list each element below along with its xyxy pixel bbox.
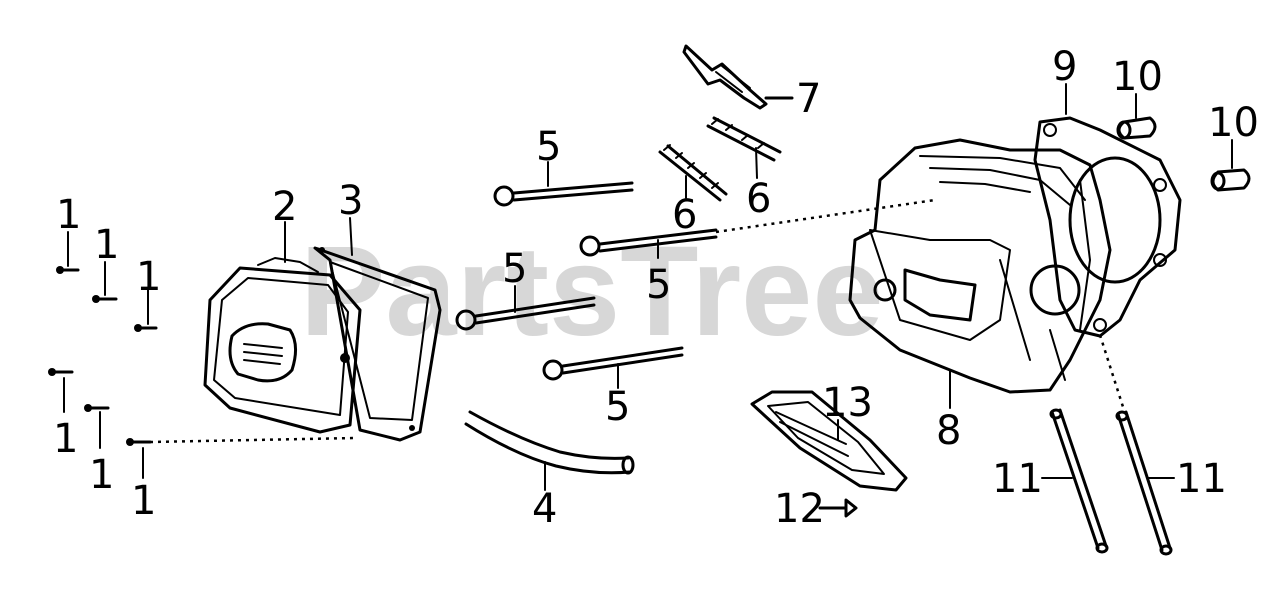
callout-4: 4 [532, 486, 557, 532]
callout-1: 1 [131, 478, 156, 524]
head-gasket-icon[interactable] [1033, 116, 1182, 338]
callout-1: 1 [53, 416, 78, 462]
bolt-icon[interactable] [48, 368, 74, 376]
guide-plate-icon[interactable] [750, 390, 908, 492]
callout-11: 11 [992, 456, 1043, 502]
callout-6: 6 [746, 176, 771, 222]
callout-13: 13 [822, 380, 873, 426]
bolt-icon[interactable] [56, 266, 80, 274]
cylinder-head-icon[interactable] [848, 138, 1112, 394]
callout-5: 5 [646, 262, 671, 308]
dowel-pin-icon[interactable] [1210, 168, 1251, 192]
callout-1: 1 [56, 192, 81, 238]
push-rod-icon[interactable] [1049, 408, 1109, 554]
callout-12: 12 [774, 486, 825, 532]
callout-10: 10 [1112, 54, 1163, 100]
clip-icon[interactable] [818, 498, 858, 518]
stud-icon[interactable] [706, 116, 782, 162]
watermark-text: PartsTree [300, 220, 884, 363]
gasket-icon[interactable] [313, 246, 442, 442]
stud-icon[interactable] [658, 144, 728, 202]
dowel-pin-icon[interactable] [1116, 116, 1157, 140]
callout-3: 3 [338, 178, 363, 224]
head-bolt-icon[interactable] [455, 296, 596, 331]
valve-cover-icon[interactable] [203, 257, 362, 434]
bolt-icon[interactable] [134, 324, 158, 332]
bolt-icon[interactable] [92, 295, 118, 303]
head-bolt-icon[interactable] [493, 181, 634, 207]
callout-9: 9 [1052, 44, 1077, 90]
callout-1: 1 [94, 222, 119, 268]
callout-5: 5 [605, 384, 630, 430]
bolt-icon[interactable] [84, 404, 110, 412]
callout-2: 2 [272, 184, 297, 230]
callout-11: 11 [1176, 456, 1227, 502]
callout-8: 8 [936, 408, 961, 454]
callout-1: 1 [136, 254, 161, 300]
spark-plug-icon[interactable] [682, 44, 794, 110]
breather-tube-icon[interactable] [464, 410, 635, 475]
callout-10: 10 [1208, 100, 1259, 146]
callout-5: 5 [502, 246, 527, 292]
bolt-icon[interactable] [126, 438, 152, 446]
head-bolt-icon[interactable] [542, 346, 684, 381]
callout-1: 1 [89, 452, 114, 498]
callout-7: 7 [796, 76, 821, 122]
push-rod-icon[interactable] [1115, 410, 1173, 556]
callout-5: 5 [536, 124, 561, 170]
callout-6: 6 [672, 192, 697, 238]
